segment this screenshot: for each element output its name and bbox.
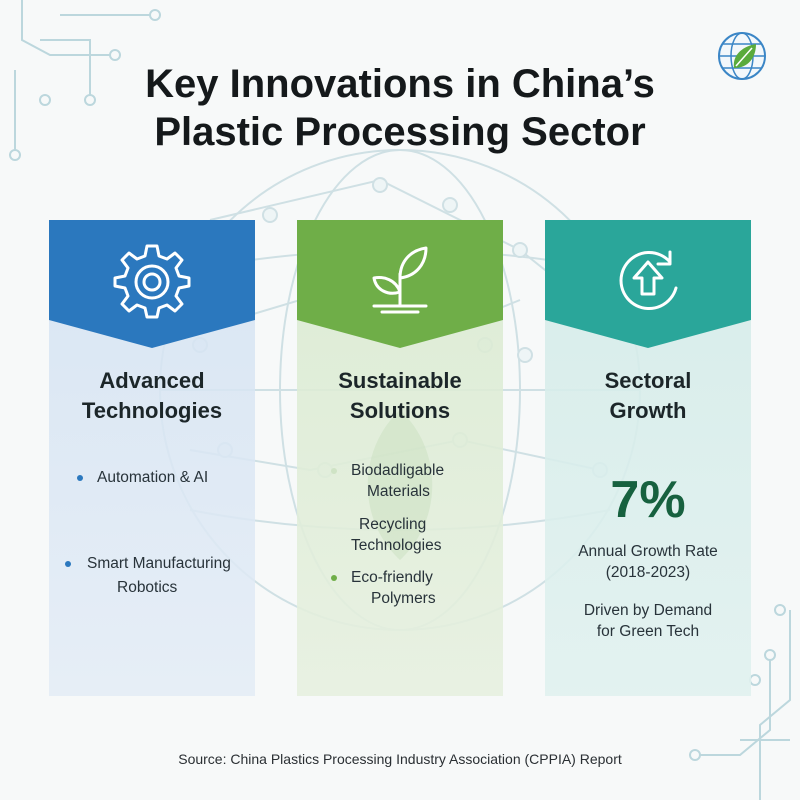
card-advanced-technologies: Advanced Technologies Automation & AI Sm… [49, 220, 255, 696]
growth-note-line-2: for Green Tech [596, 623, 700, 640]
title-line-1: Key Innovations in China’s [145, 62, 655, 106]
card-sectoral-growth: Sectoral Growth 7% Annual Growth Rate (2… [545, 220, 751, 696]
card-title: Sectoral Growth [604, 368, 692, 423]
card-title: Sustainable Solutions [338, 368, 462, 423]
bullet-dot [331, 468, 337, 474]
gear-icon [112, 240, 192, 320]
growth-note-line-1: Driven by Demand [583, 602, 713, 619]
globe-leaf-icon [716, 30, 768, 82]
bullet-dot [77, 475, 83, 481]
growth-arrow-icon [608, 240, 688, 320]
page-title: Key Innovations in China’s Plastic Proce… [0, 60, 800, 156]
growth-rate-value: 7% [610, 471, 686, 529]
card-background [545, 220, 751, 696]
sprout-icon [360, 240, 440, 320]
title-line-2: Plastic Processing Sector [154, 110, 646, 154]
bullet-dot [331, 575, 337, 581]
growth-rate-period: (2018-2023) [605, 564, 691, 581]
bullet-dot [65, 561, 71, 567]
source-citation: Source: China Plastics Processing Indust… [178, 751, 622, 767]
card-title: Advanced Technologies [81, 368, 223, 423]
growth-rate-label: Annual Growth Rate [578, 543, 718, 560]
card-sustainable-solutions: Sustainable Solutions Biodadligable Mate… [297, 220, 503, 696]
